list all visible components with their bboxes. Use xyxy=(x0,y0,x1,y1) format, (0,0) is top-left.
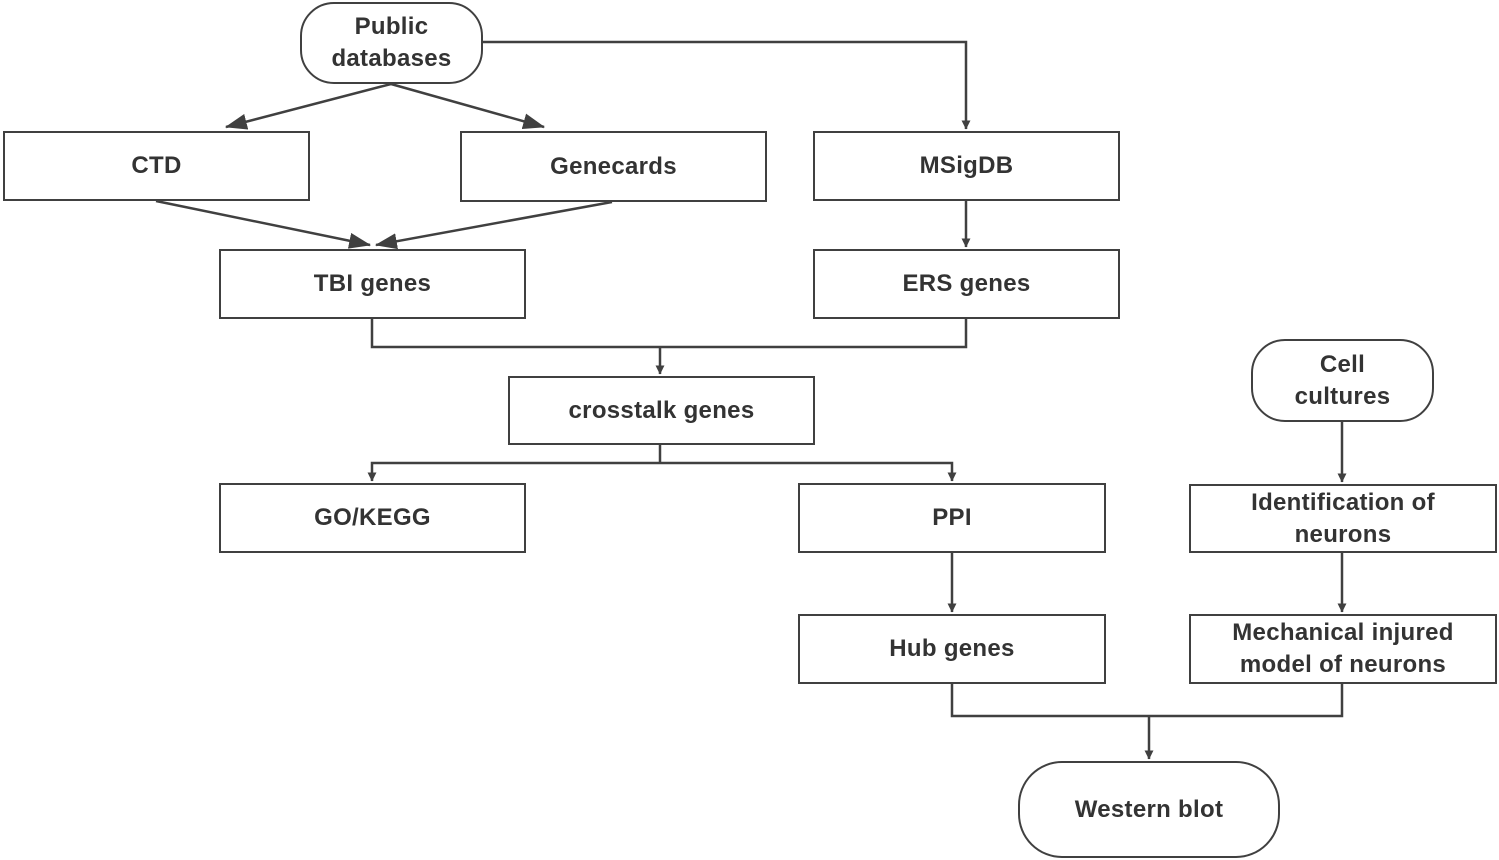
arrow-ctd-to-tbi-genes xyxy=(155,199,372,249)
node-mechanical-line-1: Mechanical injured xyxy=(1232,619,1454,646)
node-cell-cultures: Cell cultures xyxy=(1251,339,1434,422)
node-western-blot: Western blot xyxy=(1018,761,1280,858)
arrow-public-databases-to-msigdb xyxy=(483,40,971,130)
node-ctd-label: CTD xyxy=(131,152,182,179)
arrow-crosstalk-to-ppi xyxy=(660,461,957,482)
node-ctd: CTD xyxy=(3,131,310,201)
node-western-blot-label: Western blot xyxy=(1074,795,1224,823)
node-tbi-genes: TBI genes xyxy=(219,249,526,319)
node-genecards-label: Genecards xyxy=(550,152,677,180)
node-ers-genes: ERS genes xyxy=(813,249,1120,319)
arrow-public-databases-to-genecards xyxy=(390,82,546,130)
node-mechanical-line-2: model of neurons xyxy=(1239,651,1447,678)
node-hub-genes-label: Hub genes xyxy=(889,635,1015,662)
node-cell-cultures-line-2: cultures xyxy=(1294,382,1391,410)
line-hub-mechanical-merge xyxy=(950,684,1344,718)
node-cell-cultures-line-1: Cell xyxy=(1319,350,1366,378)
node-identification-line-2: neurons xyxy=(1294,520,1392,548)
node-go-kegg: GO/KEGG xyxy=(219,483,526,553)
line-tbi-ers-merge xyxy=(370,319,968,349)
node-public-databases-line-1: Public xyxy=(354,13,429,40)
node-hub-genes: Hub genes xyxy=(798,614,1106,684)
node-identification-line-1: Identification of xyxy=(1251,488,1435,516)
node-crosstalk-genes: crosstalk genes xyxy=(508,376,815,445)
node-public-databases: Public databases xyxy=(300,2,483,84)
node-msigdb-label: MSigDB xyxy=(919,152,1014,179)
node-identification-of-neurons: Identification of neurons xyxy=(1189,484,1497,553)
arrow-public-databases-to-ctd xyxy=(224,82,392,130)
node-ppi: PPI xyxy=(798,483,1106,553)
node-tbi-genes-label: TBI genes xyxy=(313,270,432,297)
node-msigdb: MSigDB xyxy=(813,131,1120,201)
node-go-kegg-label: GO/KEGG xyxy=(314,504,431,531)
arrow-crosstalk-to-go-kegg xyxy=(367,461,660,482)
node-genecards: Genecards xyxy=(460,131,767,202)
node-mechanical-injured-model: Mechanical injured model of neurons xyxy=(1189,614,1497,684)
node-public-databases-line-2: databases xyxy=(331,45,452,72)
node-ppi-label: PPI xyxy=(932,504,972,531)
node-ers-genes-label: ERS genes xyxy=(902,270,1031,297)
arrow-genecards-to-tbi-genes xyxy=(374,200,613,250)
node-crosstalk-genes-label: crosstalk genes xyxy=(568,396,755,424)
